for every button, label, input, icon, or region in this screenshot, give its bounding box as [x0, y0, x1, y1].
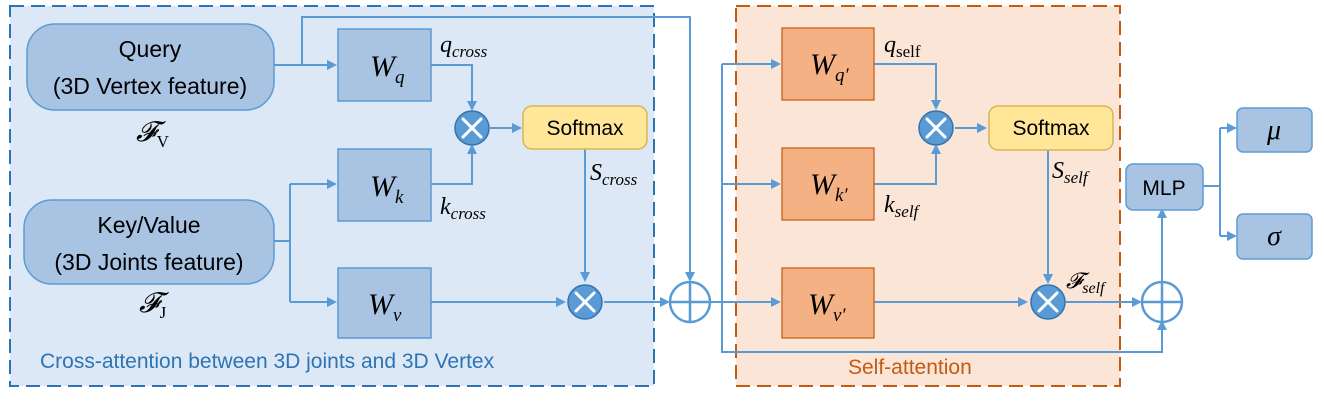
- self-attention-caption: Self-attention: [848, 356, 972, 379]
- sigma-box: σ: [1236, 213, 1313, 260]
- mu-box: μ: [1236, 107, 1313, 153]
- softmax-self-box: Softmax: [988, 105, 1114, 151]
- query-box: Query (3D Vertex feature): [26, 23, 275, 111]
- q-self-label: qself: [884, 32, 921, 61]
- svg-text:Wk: Wk: [370, 170, 404, 208]
- key-value-symbol: 𝓕J: [139, 288, 169, 322]
- svg-text:Wv′: Wv′: [808, 288, 846, 326]
- connectors: [274, 16, 1237, 353]
- mlp-box: MLP: [1125, 163, 1204, 211]
- wv-box: Wv: [337, 267, 432, 339]
- add-icon-self: [1140, 280, 1184, 324]
- q-cross-label: qcross: [440, 32, 488, 61]
- s-self-label: Sself: [1052, 158, 1090, 187]
- wq-prime-box: Wq′: [781, 27, 875, 101]
- svg-text:μ: μ: [1266, 115, 1281, 146]
- wk-box: Wk: [337, 148, 432, 222]
- k-self-label: kself: [884, 192, 921, 221]
- multiply-icon-cross-qk: [454, 110, 490, 146]
- svg-text:Wk′: Wk′: [810, 168, 848, 206]
- query-box-title: Query: [119, 36, 182, 62]
- svg-text:Softmax: Softmax: [1012, 117, 1090, 140]
- softmax-cross-box: Softmax: [522, 105, 648, 150]
- cross-attention-caption: Cross-attention between 3D joints and 3D…: [40, 350, 495, 373]
- k-cross-label: kcross: [440, 194, 486, 223]
- svg-text:MLP: MLP: [1142, 177, 1185, 200]
- key-value-box-title: Key/Value: [97, 212, 200, 238]
- key-value-box: Key/Value (3D Joints feature): [23, 199, 275, 285]
- multiply-icon-cross-v: [567, 284, 603, 320]
- key-value-box-subtitle: (3D Joints feature): [54, 249, 243, 275]
- query-box-subtitle: (3D Vertex feature): [53, 73, 247, 99]
- svg-text:Wv: Wv: [368, 288, 402, 326]
- wv-prime-box: Wv′: [781, 267, 875, 339]
- multiply-icon-self-qk: [918, 110, 954, 146]
- svg-text:Softmax: Softmax: [546, 117, 624, 140]
- svg-text:σ: σ: [1267, 221, 1282, 252]
- multiply-icon-self-v: [1030, 284, 1066, 320]
- wk-prime-box: Wk′: [781, 147, 875, 221]
- s-cross-label: Scross: [590, 160, 638, 189]
- svg-text:Wq′: Wq′: [810, 48, 850, 86]
- wq-box: Wq: [337, 28, 432, 102]
- svg-text:Wq: Wq: [370, 50, 405, 88]
- add-icon-cross: [668, 280, 712, 324]
